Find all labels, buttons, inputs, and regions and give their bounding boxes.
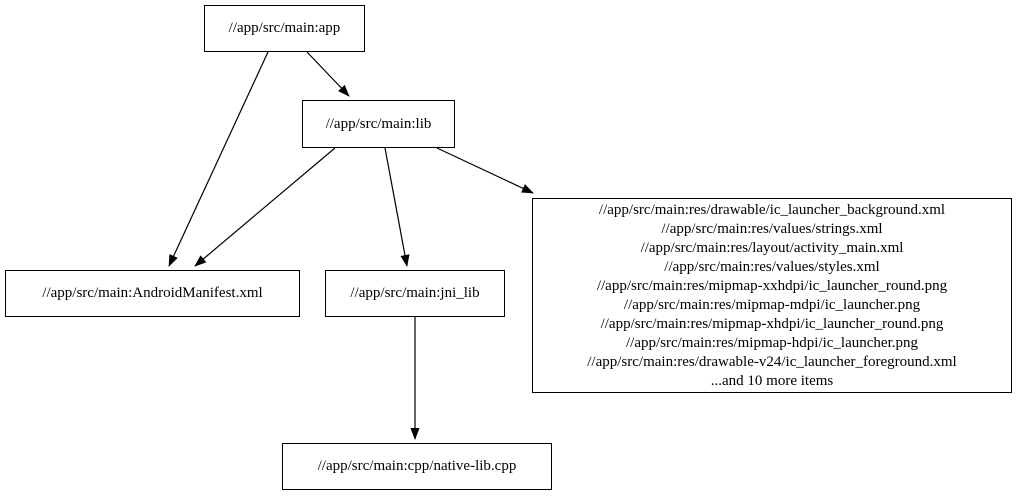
node-lib: //app/src/main:lib xyxy=(302,100,455,148)
res-line: //app/src/main:res/mipmap-mdpi/ic_launch… xyxy=(623,296,921,313)
node-app-label: //app/src/main:app xyxy=(228,20,341,36)
edge-app-to-lib xyxy=(306,51,350,97)
res-line: //app/src/main:res/drawable-v24/ic_launc… xyxy=(587,353,957,370)
res-line: //app/src/main:res/values/styles.xml xyxy=(664,258,880,275)
res-line: //app/src/main:res/mipmap-xxhdpi/ic_laun… xyxy=(596,277,948,294)
res-line: //app/src/main:res/drawable/ic_launcher_… xyxy=(598,201,946,218)
node-jni-lib-label: //app/src/main:jni_lib xyxy=(350,285,480,301)
res-line: //app/src/main:res/layout/activity_main.… xyxy=(640,239,904,256)
edge-app-to-manifest xyxy=(168,51,269,267)
res-line-more-items: ...and 10 more items xyxy=(710,372,834,389)
res-line: //app/src/main:res/mipmap-hdpi/ic_launch… xyxy=(625,334,918,351)
edge-lib-to-jni xyxy=(384,147,410,267)
node-android-manifest: //app/src/main:AndroidManifest.xml xyxy=(5,270,300,317)
node-native-lib-cpp: //app/src/main:cpp/native-lib.cpp xyxy=(282,443,552,490)
edge-lib-to-manifest xyxy=(194,147,336,267)
res-line: //app/src/main:res/values/strings.xml xyxy=(661,220,883,237)
node-res-file-group: //app/src/main:res/drawable/ic_launcher_… xyxy=(532,198,1012,393)
node-lib-label: //app/src/main:lib xyxy=(325,115,432,132)
node-android-manifest-label: //app/src/main:AndroidManifest.xml xyxy=(42,285,263,301)
node-jni-lib: //app/src/main:jni_lib xyxy=(325,270,505,317)
res-line: //app/src/main:res/mipmap-xhdpi/ic_launc… xyxy=(600,315,944,332)
edge-lib-to-res xyxy=(436,147,534,194)
node-native-lib-cpp-label: //app/src/main:cpp/native-lib.cpp xyxy=(317,458,517,474)
node-app: //app/src/main:app xyxy=(204,5,365,52)
